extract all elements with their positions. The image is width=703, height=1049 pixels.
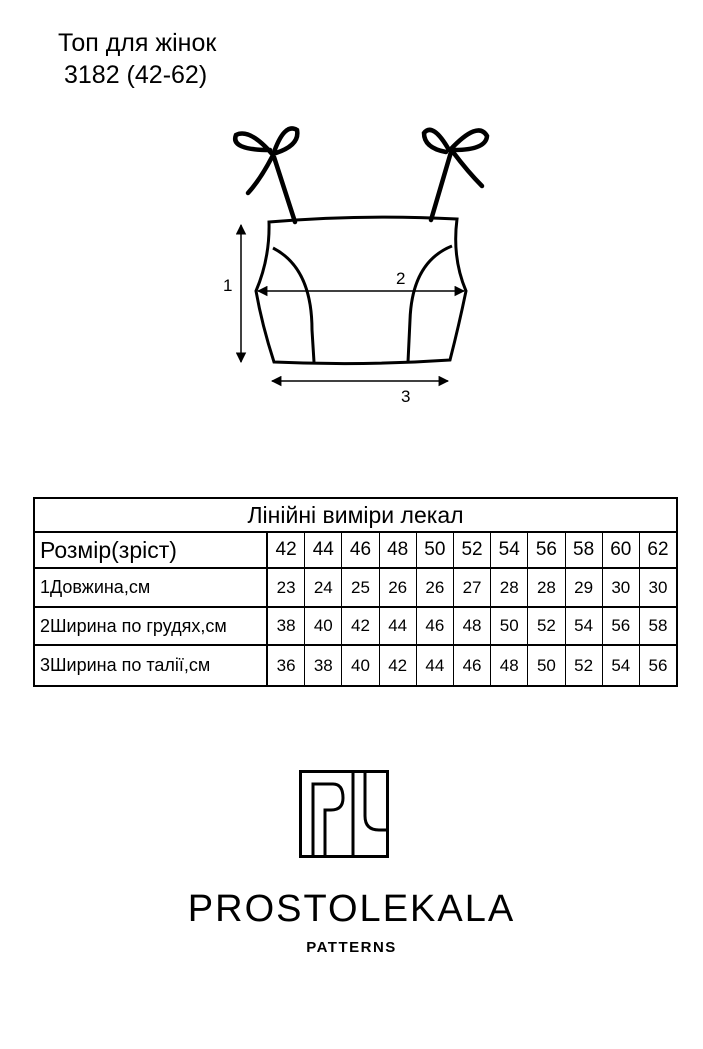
size-cell: 42	[268, 533, 306, 567]
size-cell: 50	[417, 533, 454, 567]
table-cell: 30	[648, 577, 668, 597]
measurements-table: Лінійні виміри лекал Розмір(зріст) 42 44…	[33, 497, 678, 687]
table-cell: 29	[566, 569, 603, 606]
dimension-2-label: 2	[396, 269, 405, 288]
table-cell: 50	[491, 608, 529, 644]
waist-width-row-label: 3Ширина по талії,см	[35, 646, 268, 685]
table-cell: 38	[305, 646, 343, 685]
size-cell: 48	[380, 533, 417, 567]
table-cell: 30	[603, 569, 640, 606]
size-cell: 54	[491, 533, 529, 567]
table-cell: 27	[454, 569, 492, 606]
pattern-code: 3182 (42-62)	[64, 61, 208, 89]
table-cell: 26	[417, 569, 454, 606]
brand-tagline: PATTERNS	[306, 939, 397, 956]
size-cell: 44	[305, 533, 343, 567]
bust-width-row: 2Ширина по грудях,см 38 40 42 44 46 48 5…	[35, 608, 676, 646]
bust-width-row-label: 2Ширина по грудях,см	[35, 608, 268, 644]
table-cell: 52	[528, 608, 566, 644]
table-cell: 52	[566, 646, 603, 685]
length-row: 1Довжина,см 23 24 25 26 26 27 28 28 29 3…	[35, 569, 676, 608]
length-row-label: 1Довжина,см	[35, 569, 268, 606]
size-cell: 56	[528, 533, 566, 567]
table-cell: 38	[268, 608, 306, 644]
size-row-label: Розмір(зріст)	[35, 533, 268, 567]
table-title: Лінійні виміри лекал	[35, 499, 676, 533]
table-cell: 24	[305, 569, 343, 606]
table-cell: 54	[566, 608, 603, 644]
table-cell: 46	[454, 646, 492, 685]
size-cell: 62	[647, 539, 669, 560]
size-cell: 46	[342, 533, 380, 567]
table-cell: 46	[417, 608, 454, 644]
table-cell: 26	[380, 569, 417, 606]
garment-sketch: 1 2 3	[223, 126, 490, 406]
table-cell: 50	[528, 646, 566, 685]
table-cell: 56	[603, 608, 640, 644]
brand-logo-icon	[299, 770, 389, 858]
size-cell: 52	[454, 533, 492, 567]
left-strap	[233, 126, 300, 225]
dimension-3-label: 3	[401, 387, 410, 406]
table-cell: 23	[268, 569, 306, 606]
brand-name: PROSTOLEKALA	[187, 888, 516, 930]
table-cell: 25	[342, 569, 380, 606]
size-cell: 60	[603, 533, 640, 567]
table-cell: 54	[603, 646, 640, 685]
table-cell: 48	[454, 608, 492, 644]
table-cell: 42	[342, 608, 380, 644]
table-cell: 40	[305, 608, 343, 644]
right-strap	[421, 127, 490, 223]
table-cell: 44	[417, 646, 454, 685]
size-row: Розмір(зріст) 42 44 46 48 50 52 54 56 58…	[35, 533, 676, 569]
table-cell: 28	[491, 569, 529, 606]
table-cell: 28	[528, 569, 566, 606]
size-cell: 58	[566, 533, 603, 567]
dimension-1-label: 1	[223, 276, 232, 295]
table-cell: 42	[380, 646, 417, 685]
table-cell: 56	[648, 655, 668, 675]
waist-width-row: 3Ширина по талії,см 36 38 40 42 44 46 48…	[35, 646, 676, 685]
table-cell: 58	[648, 616, 668, 635]
table-cell: 44	[380, 608, 417, 644]
table-cell: 36	[268, 646, 306, 685]
table-cell: 40	[342, 646, 380, 685]
table-cell: 48	[491, 646, 529, 685]
top-body-outline	[254, 215, 468, 366]
pattern-title: Топ для жінок	[58, 29, 217, 57]
